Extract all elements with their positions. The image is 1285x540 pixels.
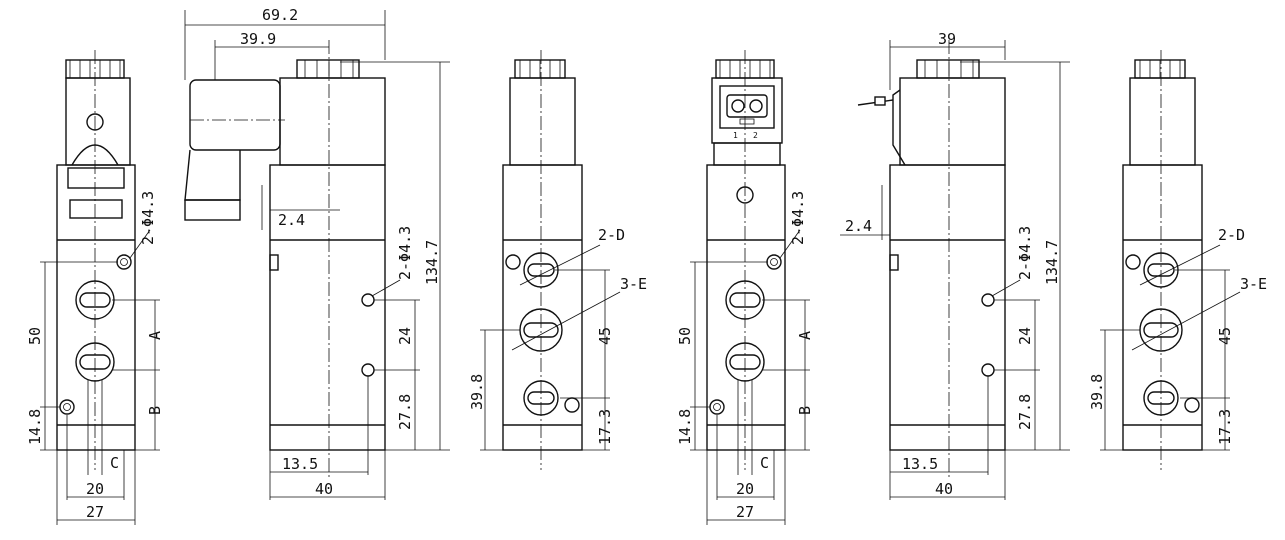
dim-39: 39: [938, 30, 956, 48]
dim-2-4: 2.4: [845, 217, 872, 235]
hole-label: 2-Φ4.3: [396, 226, 414, 280]
dim-14-8: 14.8: [26, 409, 44, 445]
port-b-label: B: [146, 406, 164, 415]
port-d-label: 2-D: [598, 226, 625, 244]
view-3-front: 2-D 3-E 45 39.8 17.3: [468, 49, 647, 471]
dim-27: 27: [736, 503, 754, 521]
dim-27-8: 27.8: [1016, 394, 1034, 430]
pin-2-label: 2: [753, 131, 758, 140]
dim-20: 20: [86, 480, 104, 498]
dim-14-8: 14.8: [676, 409, 694, 445]
port-e-label: 3-E: [1240, 275, 1267, 293]
port-c-label: C: [760, 454, 769, 472]
connector-housing: [65, 77, 131, 166]
dim-24: 24: [396, 327, 414, 345]
dim-20: 20: [736, 480, 754, 498]
screw-icon: [86, 113, 104, 131]
view-4-front: 1 2 2-Φ4.3 50 A B 14.8 C 20 27: [676, 49, 814, 526]
connector-housing: [892, 89, 906, 166]
dim-27-8: 27.8: [396, 394, 414, 430]
connector-housing: [189, 79, 281, 151]
port-a-label: A: [146, 331, 164, 340]
port-e-label: 3-E: [620, 275, 647, 293]
view-5-side: 39 2.4 2-Φ4.3 134.7 24 27.8 13.5 40: [840, 30, 1071, 501]
screw-icon: [736, 186, 754, 204]
hole-label: 2-Φ4.3: [1016, 226, 1034, 280]
dim-17-3: 17.3: [1216, 409, 1234, 445]
dim-45: 45: [596, 327, 614, 345]
port-c-label: C: [110, 454, 119, 472]
dim-40: 40: [315, 480, 333, 498]
view-2-side: 69.2 39.9 2.4 2-Φ4.3 134.7 24 27.8 13.5 …: [184, 6, 451, 501]
dim-13-5: 13.5: [282, 455, 318, 473]
pin-1-label: 1: [733, 131, 738, 140]
connector-housing: [711, 77, 783, 144]
hole-label: 2-Φ4.3: [789, 191, 807, 245]
dim-2-4: 2.4: [278, 211, 305, 229]
dim-39-8: 39.8: [468, 374, 486, 410]
hole-label: 2-Φ4.3: [139, 191, 157, 245]
dim-134-7: 134.7: [423, 240, 441, 285]
dim-39-9: 39.9: [240, 30, 276, 48]
port-a-label: A: [796, 331, 814, 340]
view-6-front: 2-D 3-E 45 39.8 17.3: [1088, 49, 1267, 471]
dim-24: 24: [1016, 327, 1034, 345]
dim-134-7: 134.7: [1043, 240, 1061, 285]
dim-50: 50: [26, 327, 44, 345]
dim-17-3: 17.3: [596, 409, 614, 445]
dim-39-8: 39.8: [1088, 374, 1106, 410]
dim-45: 45: [1216, 327, 1234, 345]
dim-27: 27: [86, 503, 104, 521]
dim-69-2: 69.2: [262, 6, 298, 24]
dim-13-5: 13.5: [902, 455, 938, 473]
dim-50: 50: [676, 327, 694, 345]
port-d-label: 2-D: [1218, 226, 1245, 244]
dim-40: 40: [935, 480, 953, 498]
view-1-front: 2-Φ4.3 50 A B 14.8 C 20 27: [26, 49, 164, 526]
port-b-label: B: [796, 406, 814, 415]
